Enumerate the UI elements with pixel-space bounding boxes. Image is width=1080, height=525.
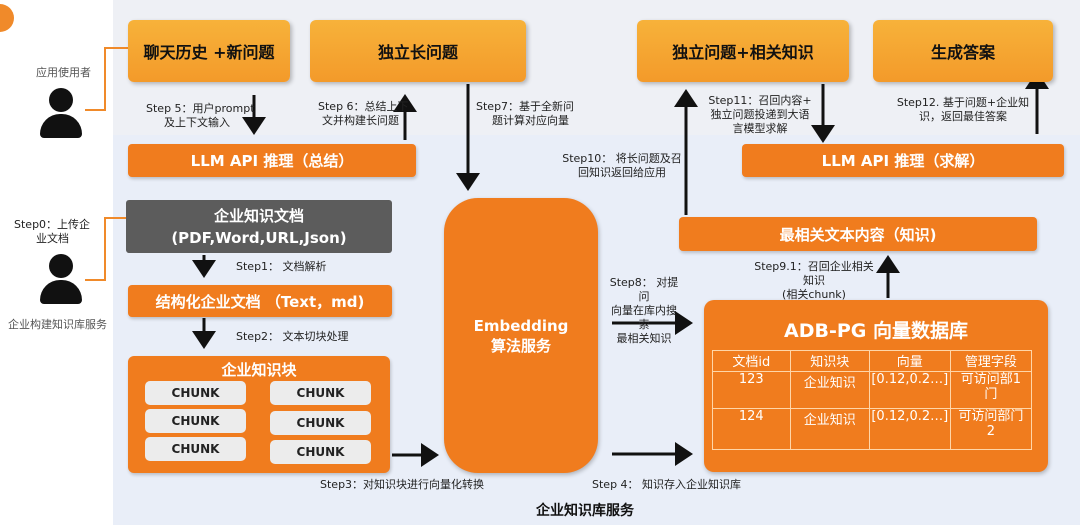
- enterprise-docs-box: 企业知识文档 (PDF,Word,URL,Json): [126, 200, 392, 253]
- step1-label: Step1： 文档解析: [236, 260, 327, 273]
- table-header-row: 文档id 知识块 向量 管理字段: [712, 350, 1033, 372]
- step3-label: Step3：对知识块进行向量化转换: [320, 478, 485, 491]
- vector-db-title: ADB-PG 向量数据库: [784, 320, 968, 342]
- step2-label: Step2： 文本切块处理: [236, 330, 349, 343]
- standalone-long-question-box: 独立长问题: [310, 20, 526, 82]
- table-cell: [0.12,0.2…]: [868, 408, 951, 450]
- step12-label: Step12. 基于问题+企业知识，返回最佳答案: [896, 96, 1030, 123]
- table-row: 123 企业知识 [0.12,0.2…] 可访问部1 门: [712, 371, 1033, 409]
- table-cell: 可访问部门 2: [949, 408, 1033, 450]
- step7-label: Step7：基于全新问题计算对应向量: [476, 100, 575, 127]
- chunk-item: CHUNK: [145, 409, 246, 433]
- chunk-item: CHUNK: [270, 440, 371, 464]
- kb-builder-avatar: [40, 254, 82, 304]
- chunk-item: CHUNK: [270, 411, 371, 435]
- step4-label: Step 4： 知识存入企业知识库: [592, 478, 742, 491]
- table-cell: [0.12,0.2…]: [868, 371, 951, 409]
- table-cell: 可访问部1 门: [949, 371, 1033, 409]
- llm-summary-box: LLM API 推理（总结）: [128, 144, 416, 177]
- table-cell: 124: [712, 408, 791, 450]
- knowledge-chunks-panel: 企业知识块 CHUNK CHUNK CHUNK CHUNK CHUNK CHUN…: [128, 356, 390, 473]
- step0-label: Step0：上传企 业文档: [14, 218, 91, 245]
- kb-user-link: [85, 217, 128, 281]
- app-user-label: 应用使用者: [36, 66, 91, 79]
- corner-dot: [0, 4, 14, 32]
- table-cell: 企业知识: [789, 371, 870, 409]
- step10-label: Step10： 将长问题及召回知识返回给应用: [562, 152, 682, 179]
- most-relevant-content-box: 最相关文本内容（知识): [679, 217, 1037, 251]
- question-plus-knowledge-box: 独立问题+相关知识: [637, 20, 849, 82]
- table-cell: 企业知识: [789, 408, 870, 450]
- chat-history-box: 聊天历史 +新问题: [128, 20, 290, 82]
- table-cell: 123: [712, 371, 791, 409]
- step6-label: Step 6：总结上下文并构建长问题: [318, 100, 409, 127]
- header-cell: 管理字段: [949, 350, 1033, 372]
- chunk-item: CHUNK: [145, 381, 246, 405]
- chunk-item: CHUNK: [145, 437, 246, 461]
- kb-builder-label: 企业构建知识库服务: [8, 318, 107, 331]
- step9-1-label: Step9.1：召回企业相关知识(相关chunk): [754, 260, 874, 301]
- vector-table: 文档id 知识块 向量 管理字段 123 企业知识 [0.12,0.2…] 可访…: [712, 350, 1033, 450]
- llm-solve-box: LLM API 推理（求解）: [742, 144, 1064, 177]
- app-user-link: [85, 47, 128, 111]
- step11-label: Step11：召回内容+独立问题投递到大语言模型求解: [708, 94, 812, 135]
- chunks-title: 企业知识块: [221, 361, 297, 379]
- app-user-avatar: [40, 88, 82, 138]
- service-caption: 企业知识库服务: [536, 503, 634, 519]
- header-cell: 向量: [868, 350, 951, 372]
- vector-database-panel: ADB-PG 向量数据库 文档id 知识块 向量 管理字段 123 企业知识 […: [704, 300, 1048, 472]
- generate-answer-box: 生成答案: [873, 20, 1053, 82]
- structured-docs-box: 结构化企业文档 （Text，md): [128, 285, 392, 317]
- embedding-service-box: Embedding 算法服务: [444, 198, 598, 473]
- header-cell: 知识块: [789, 350, 870, 372]
- table-row: 124 企业知识 [0.12,0.2…] 可访问部门 2: [712, 408, 1033, 450]
- header-cell: 文档id: [712, 350, 791, 372]
- step8-label: Step8： 对提问向量在库内搜索最相关知识: [609, 276, 679, 345]
- chunk-item: CHUNK: [270, 381, 371, 405]
